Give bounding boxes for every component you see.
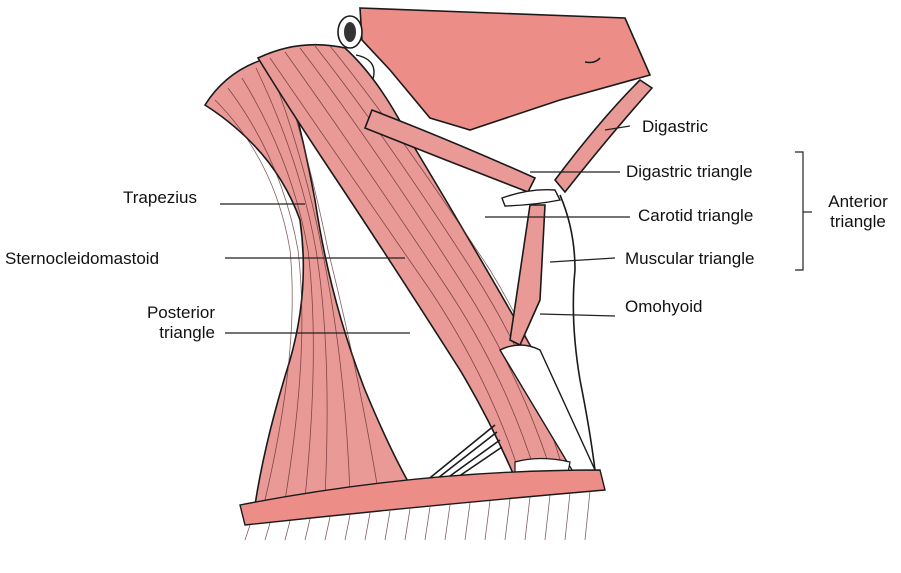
label-posterior-triangle: Posterior triangle (110, 303, 215, 343)
label-anterior-triangle: Anterior triangle (818, 192, 898, 232)
label-omohyoid: Omohyoid (625, 297, 702, 317)
ear-inner (344, 22, 356, 42)
label-trapezius: Trapezius (123, 188, 197, 208)
label-muscular-triangle: Muscular triangle (625, 249, 754, 269)
label-digastric-triangle: Digastric triangle (626, 162, 753, 182)
label-carotid-triangle: Carotid triangle (638, 206, 753, 226)
label-digastric: Digastric (642, 117, 708, 137)
mandible-shape (360, 8, 650, 130)
label-posterior-triangle-line1: Posterior (110, 303, 215, 323)
omohyoid-muscle (510, 205, 545, 345)
label-posterior-triangle-line2: triangle (110, 323, 215, 343)
label-anterior-triangle-line1: Anterior (818, 192, 898, 212)
label-sternocleidomastoid: Sternocleidomastoid (5, 249, 159, 269)
hyoid-bone (502, 190, 560, 206)
label-anterior-triangle-line2: triangle (818, 212, 898, 232)
